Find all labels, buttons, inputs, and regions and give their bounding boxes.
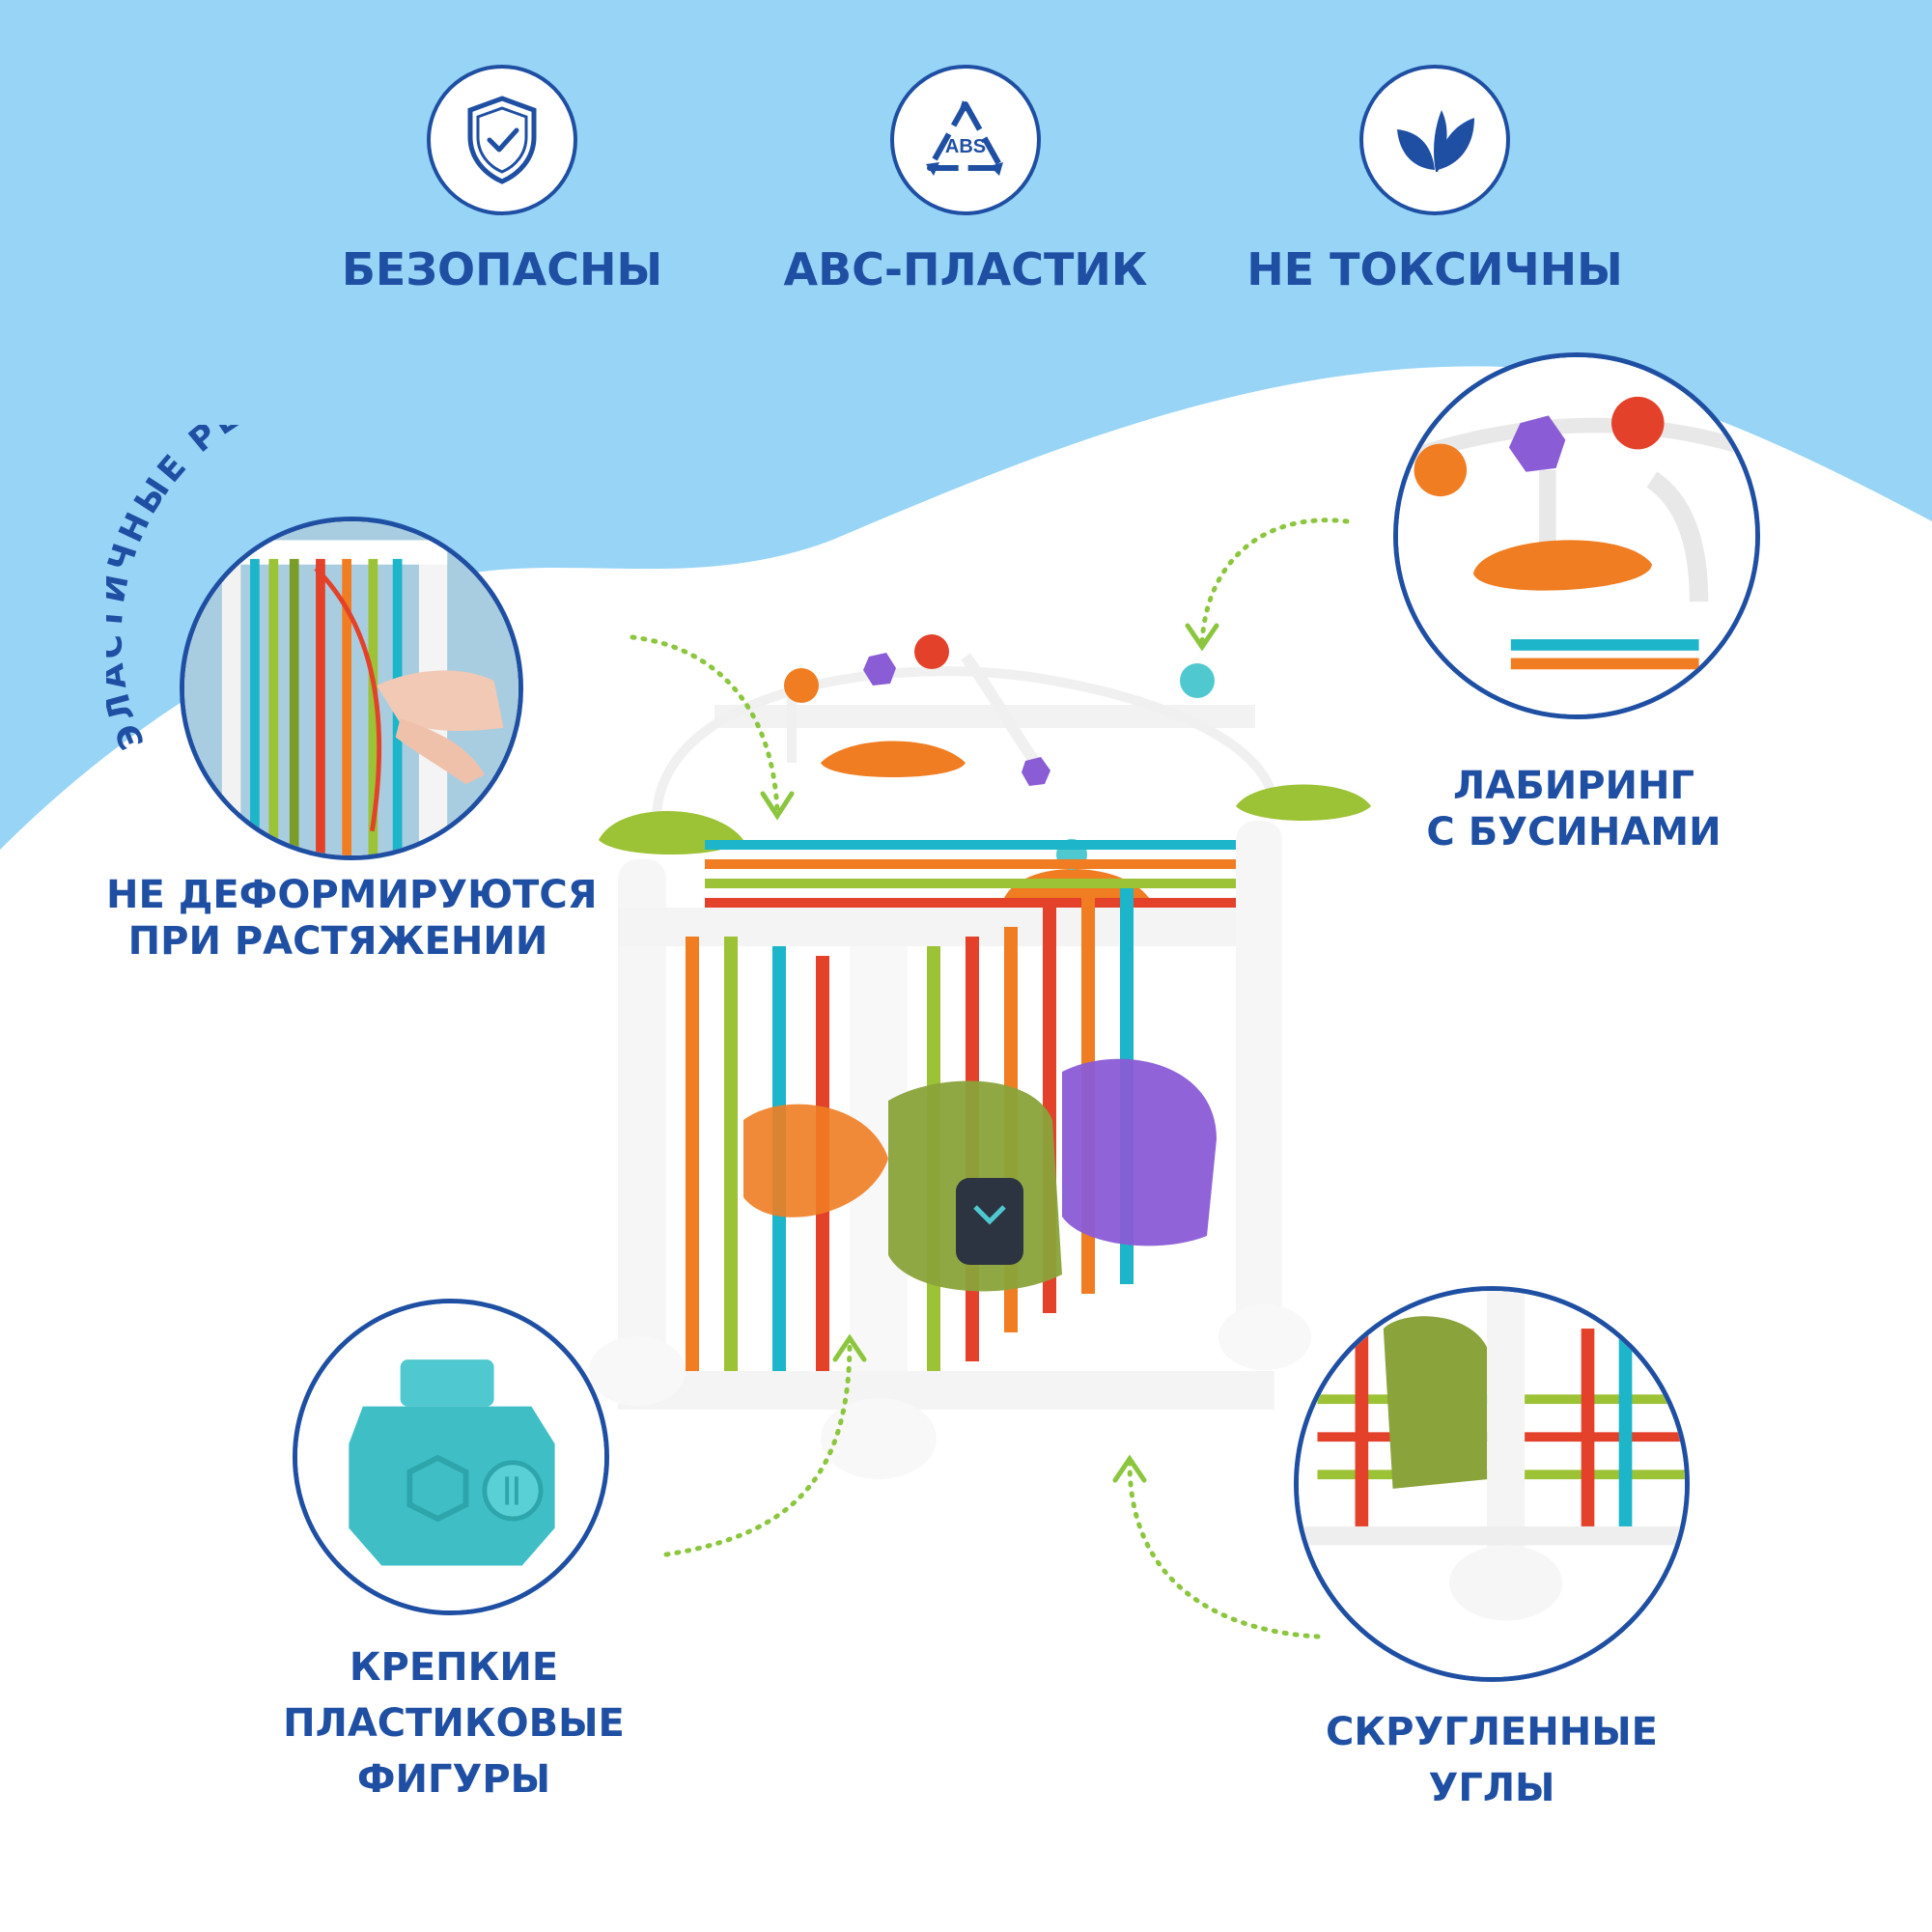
shapes-caption-line2: ПЛАСТИКОВЫЕ <box>283 1701 625 1746</box>
bead-maze-illustration <box>1398 357 1755 714</box>
plastic-shape-photo <box>293 1299 609 1615</box>
rounded-corners-photo <box>1294 1286 1690 1682</box>
shapes-caption: КРЕПКИЕ ПЛАСТИКОВЫЕ ФИГУРЫ <box>241 1639 666 1807</box>
shield-badge <box>427 65 577 215</box>
maze-caption: ЛАБИРИНГ С БУСИНАМИ <box>1386 763 1762 855</box>
corners-caption: СКРУГЛЕННЫЕ УГЛЫ <box>1308 1704 1675 1816</box>
corners-caption-line2: УГЛЫ <box>1428 1766 1555 1810</box>
abs-recycle-icon: ABS <box>926 100 1004 176</box>
corners-caption-line1: СКРУГЛЕННЫЕ <box>1326 1710 1658 1754</box>
abs-badge: ABS <box>890 65 1041 215</box>
abs-icon-text: ABS <box>945 136 986 157</box>
elastic-arc-text: ЭЛАСТИЧНЫЕ РЕЗИНКИ <box>106 425 386 753</box>
elastic-caption-line2: ПРИ РАСТЯЖЕНИИ <box>127 919 548 964</box>
bead-maze-photo <box>1393 352 1760 719</box>
elastic-caption-line1: НЕ ДЕФОРМИРУЮТСЯ <box>106 873 598 917</box>
arrow-to-elastic <box>630 634 795 821</box>
elastic-arc-label: ЭЛАСТИЧНЫЕ РЕЗИНКИ <box>106 425 390 753</box>
rounded-corner-illustration <box>1299 1291 1685 1677</box>
elastic-caption: НЕ ДЕФОРМИРУЮТСЯ ПРИ РАСТЯЖЕНИИ <box>106 872 598 965</box>
arrow-to-shapes <box>663 1333 867 1557</box>
feature-label-nontoxic: НЕ ТОКСИЧНЫ <box>1246 243 1623 295</box>
teal-shape-illustration <box>297 1303 604 1610</box>
shapes-caption-line3: ФИГУРЫ <box>356 1757 551 1802</box>
shield-check-icon <box>467 96 537 184</box>
feature-label-abs: АВС-ПЛАСТИК <box>783 243 1148 295</box>
shapes-caption-line1: КРЕПКИЕ <box>349 1645 559 1690</box>
arrow-to-maze <box>1185 518 1350 652</box>
feature-label-safe: БЕЗОПАСНЫ <box>341 243 663 295</box>
maze-caption-line2: С БУСИНАМИ <box>1426 810 1722 854</box>
top-grid <box>705 840 1246 908</box>
leaf-icon <box>1397 110 1474 172</box>
arrow-to-corners <box>1112 1454 1321 1639</box>
leaf-badge <box>1359 65 1510 215</box>
sorter-cube-toy <box>589 634 1371 1479</box>
elastic-bands-photo <box>180 517 523 860</box>
elastic-bands-illustration <box>184 521 518 855</box>
maze-caption-line1: ЛАБИРИНГ <box>1453 764 1694 808</box>
svg-text:ЭЛАСТИЧНЫЕ РЕЗИНКИ: ЭЛАСТИЧНЫЕ РЕЗИНКИ <box>106 425 390 753</box>
